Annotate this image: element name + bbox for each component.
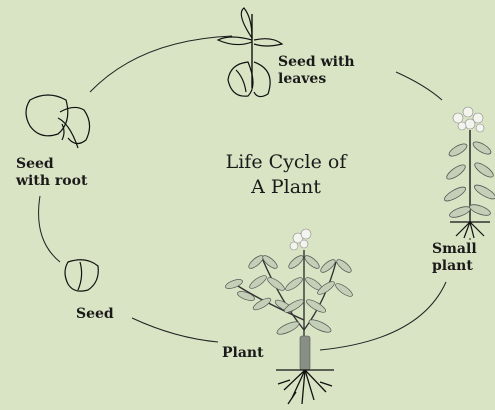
title-line-2: A Plant [186, 175, 386, 200]
label-seed-with-root: Seed with root [16, 156, 87, 190]
label-line: Seed with [278, 54, 355, 71]
arc-seed-to-plant [132, 318, 218, 342]
small-plant-illustration [443, 107, 495, 238]
label-line: leaves [278, 71, 355, 88]
arc-leaves-to-root [90, 36, 232, 92]
label-line: Small [432, 241, 477, 258]
label-line: Seed [16, 156, 87, 173]
label-line: with root [16, 173, 87, 190]
label-seed-with-leaves: Seed with leaves [278, 54, 355, 88]
arc-small-to-leaves [396, 72, 442, 100]
label-small-plant: Small plant [432, 241, 477, 275]
label-line: Seed [76, 306, 114, 323]
label-seed: Seed [76, 306, 114, 323]
seed-with-root-illustration [26, 95, 90, 148]
label-plant: Plant [222, 345, 264, 362]
arc-root-to-seed [39, 196, 60, 262]
title-line-1: Life Cycle of [186, 150, 386, 175]
diagram-title: Life Cycle of A Plant [186, 150, 386, 200]
arc-plant-to-small [320, 282, 446, 350]
seed-illustration [65, 260, 98, 291]
plant-illustration [224, 229, 354, 404]
label-line: Plant [222, 345, 264, 362]
label-line: plant [432, 258, 477, 275]
seed-with-leaves-illustration [218, 8, 282, 97]
